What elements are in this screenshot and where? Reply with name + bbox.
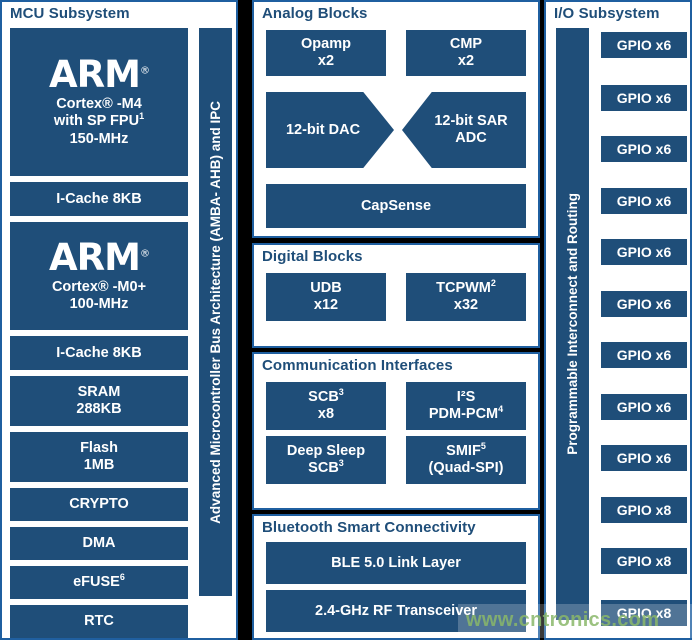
scb-line1: SCB3 [308, 387, 344, 405]
cortex-m0plus-line2: 100-MHz [69, 296, 129, 312]
flash-line2: 1MB [83, 457, 115, 473]
tcpwm-line1: TCPWM2 [436, 278, 496, 296]
i2s-line1: I²S [456, 389, 476, 405]
cortex-m4-line3: 150-MHz [69, 130, 129, 147]
block-gpio-5[interactable]: GPIO x6 [601, 239, 687, 265]
opamp-line2: x2 [317, 53, 335, 69]
block-gpio-6[interactable]: GPIO x6 [601, 291, 687, 317]
block-i2s-pdm-pcm[interactable]: I²S PDM-PCM4 [406, 382, 526, 430]
block-sram[interactable]: SRAM 288KB [10, 376, 188, 426]
block-flash[interactable]: Flash 1MB [10, 432, 188, 482]
block-gpio-10[interactable]: GPIO x8 [601, 497, 687, 523]
digital-blocks-title: Digital Blocks [262, 248, 363, 265]
block-gpio-2[interactable]: GPIO x6 [601, 85, 687, 111]
scb-line2: x8 [317, 406, 335, 422]
block-cortex-m0plus[interactable]: ARM® Cortex® -M0+ 100-MHz [10, 222, 188, 330]
block-gpio-11[interactable]: GPIO x8 [601, 548, 687, 574]
block-gpio-7[interactable]: GPIO x6 [601, 342, 687, 368]
deep-sleep-line2: SCB3 [308, 458, 344, 476]
cortex-m4-line1: Cortex® -M4 [56, 95, 142, 112]
cortex-m0plus-line1: Cortex® -M0+ [51, 278, 147, 295]
communication-interfaces-panel: Communication Interfaces SCB3 x8 I²S PDM… [252, 352, 540, 510]
mcu-subsystem-title: MCU Subsystem [10, 5, 130, 22]
block-icache-2[interactable]: I-Cache 8KB [10, 336, 188, 370]
smif-line2: (Quad-SPI) [428, 460, 504, 476]
tcpwm-line2: x32 [453, 297, 479, 313]
adc-line2: ADC [455, 130, 487, 146]
amba-bus-bar[interactable]: Advanced Microcontroller Bus Architectur… [199, 28, 232, 596]
dac-label: 12-bit DAC [285, 121, 361, 138]
analog-blocks-panel: Analog Blocks Opamp x2 CMP x2 12-bit DAC… [252, 0, 540, 238]
block-scb[interactable]: SCB3 x8 [266, 382, 386, 430]
block-12bit-sar-adc[interactable]: 12-bit SAR ADC [402, 92, 526, 168]
communication-interfaces-title: Communication Interfaces [262, 357, 453, 374]
digital-blocks-panel: Digital Blocks UDB x12 TCPWM2 x32 [252, 243, 540, 348]
block-cortex-m4[interactable]: ARM® Cortex® -M4 with SP FPU1 150-MHz [10, 28, 188, 176]
block-gpio-12[interactable]: GPIO x8 [601, 600, 687, 626]
deep-sleep-line1: Deep Sleep [286, 443, 366, 459]
block-gpio-1[interactable]: GPIO x6 [601, 32, 687, 58]
io-subsystem-panel: I/O Subsystem Programmable Interconnect … [544, 0, 692, 640]
block-gpio-4[interactable]: GPIO x6 [601, 188, 687, 214]
cmp-line1: CMP [449, 36, 483, 52]
block-12bit-dac[interactable]: 12-bit DAC [266, 92, 394, 168]
bluetooth-connectivity-panel: Bluetooth Smart Connectivity BLE 5.0 Lin… [252, 514, 540, 640]
bluetooth-connectivity-title: Bluetooth Smart Connectivity [262, 519, 476, 536]
sram-line2: 288KB [76, 401, 122, 417]
flash-line1: Flash [80, 440, 118, 456]
block-rtc[interactable]: RTC [10, 605, 188, 638]
arm-logo-m4: ARM® [49, 52, 150, 96]
block-tcpwm[interactable]: TCPWM2 x32 [406, 273, 526, 321]
block-ble-link-layer[interactable]: BLE 5.0 Link Layer [266, 542, 526, 584]
block-crypto[interactable]: CRYPTO [10, 488, 188, 521]
sram-line1: SRAM [77, 384, 121, 400]
smif-line1: SMIF5 [446, 441, 486, 459]
programmable-routing-label: Programmable Interconnect and Routing [565, 193, 580, 455]
efuse-label: eFUSE6 [73, 572, 125, 590]
block-udb[interactable]: UDB x12 [266, 273, 386, 321]
arm-logo-m0plus: ARM® [49, 235, 150, 279]
block-efuse[interactable]: eFUSE6 [10, 566, 188, 599]
block-dma[interactable]: DMA [10, 527, 188, 560]
block-gpio-9[interactable]: GPIO x6 [601, 445, 687, 471]
amba-bus-label: Advanced Microcontroller Bus Architectur… [208, 100, 223, 524]
cortex-m4-line2: with SP FPU1 [53, 111, 145, 130]
cmp-line2: x2 [457, 53, 475, 69]
block-deep-sleep-scb[interactable]: Deep Sleep SCB3 [266, 436, 386, 484]
programmable-routing-bar[interactable]: Programmable Interconnect and Routing [556, 28, 589, 620]
opamp-line1: Opamp [301, 36, 351, 52]
block-smif[interactable]: SMIF5 (Quad-SPI) [406, 436, 526, 484]
block-rf-transceiver[interactable]: 2.4-GHz RF Transceiver [266, 590, 526, 632]
block-cmp[interactable]: CMP x2 [406, 30, 526, 76]
block-capsense[interactable]: CapSense [266, 184, 526, 228]
block-gpio-8[interactable]: GPIO x6 [601, 394, 687, 420]
udb-line1: UDB [310, 280, 342, 296]
block-opamp[interactable]: Opamp x2 [266, 30, 386, 76]
mcu-subsystem-panel: MCU Subsystem ARM® Cortex® -M4 with SP F… [0, 0, 238, 640]
udb-line2: x12 [313, 297, 339, 313]
io-subsystem-title: I/O Subsystem [554, 5, 660, 22]
analog-blocks-title: Analog Blocks [262, 5, 368, 22]
adc-line1: 12-bit SAR [434, 113, 508, 129]
block-gpio-3[interactable]: GPIO x6 [601, 136, 687, 162]
block-icache-1[interactable]: I-Cache 8KB [10, 182, 188, 216]
i2s-line2: PDM-PCM4 [428, 404, 504, 422]
